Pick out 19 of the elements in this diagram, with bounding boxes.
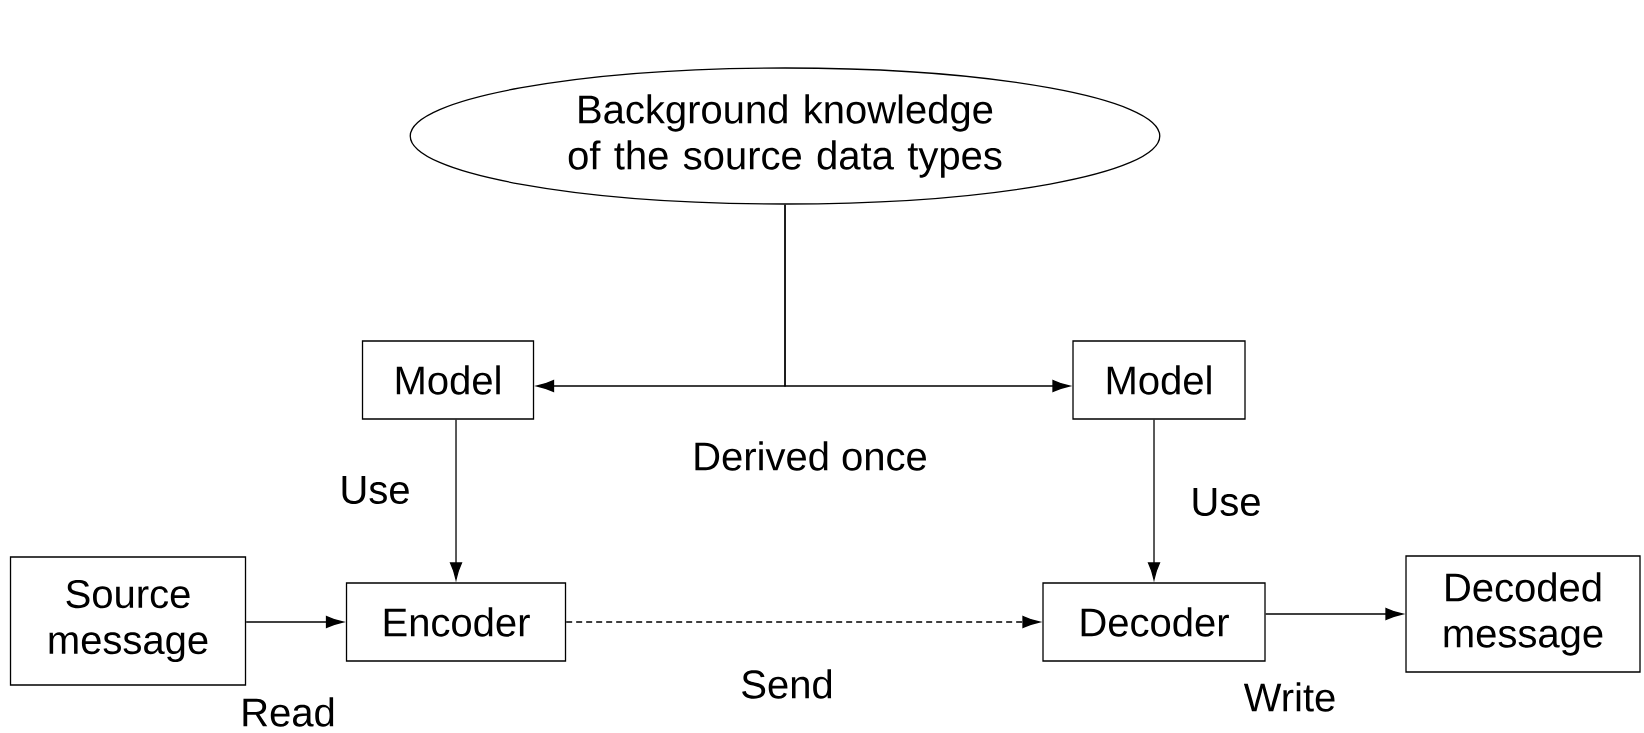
- process-box: Model: [361, 340, 535, 420]
- process-box: Decoder: [1042, 582, 1266, 662]
- arrow: [449, 419, 463, 580]
- process-box: Decoded message: [1405, 555, 1641, 673]
- arrow: [245, 615, 344, 629]
- process-box: Source message: [9, 556, 247, 686]
- edge-label: Read: [238, 695, 338, 729]
- edge-label: Use: [1188, 486, 1264, 518]
- arrow: [784, 204, 1070, 393]
- ellipse-node: Background knowledge of the source data types: [409, 67, 1161, 205]
- process-box: Encoder: [345, 582, 567, 662]
- process-box: Model: [1072, 340, 1246, 420]
- arrow: [1265, 607, 1403, 621]
- arrow: [565, 615, 1040, 629]
- annotation-text: Derived once: [695, 441, 926, 471]
- edge-label: Use: [337, 474, 413, 506]
- arrow: [1147, 419, 1161, 580]
- edge-label: Send: [738, 667, 836, 701]
- edge-label: Write: [1241, 680, 1339, 714]
